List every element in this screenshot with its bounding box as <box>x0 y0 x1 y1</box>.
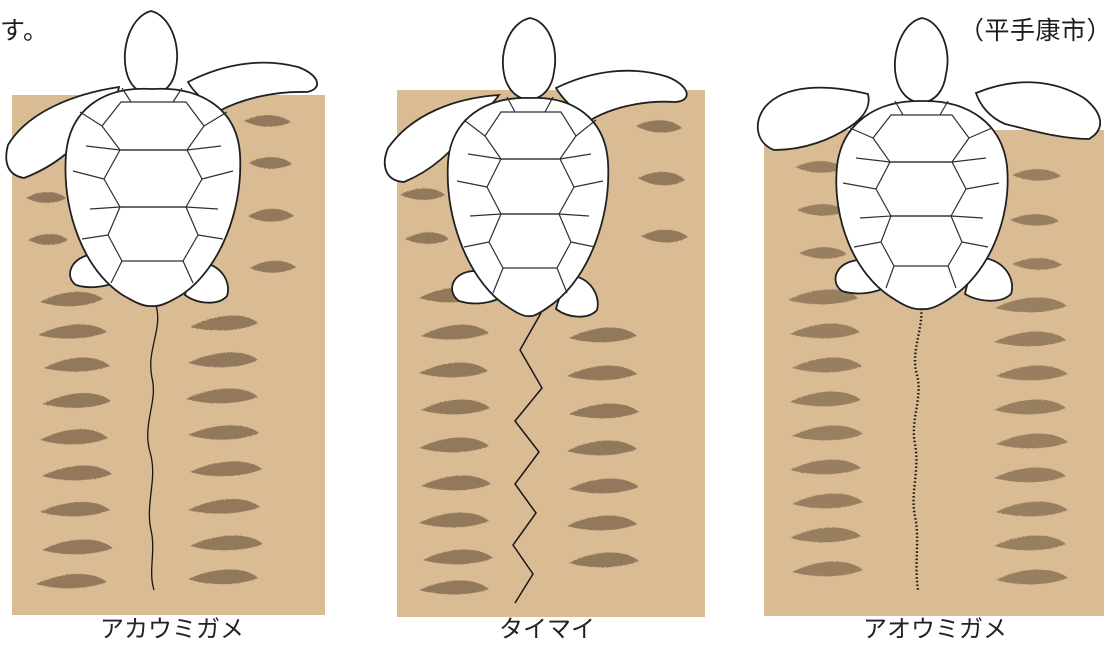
top-left-text: す。 <box>0 18 49 43</box>
turtle-track-graphic-3: アオウミガメ <box>750 0 1120 652</box>
track-panel-3: アオウミガメ <box>750 0 1120 652</box>
caption-1: アカウミガメ <box>100 615 244 643</box>
turtle-head-3 <box>895 18 948 103</box>
turtle-head-2 <box>503 18 555 100</box>
caption-3: アオウミガメ <box>863 615 1007 643</box>
turtle-head-1 <box>125 11 177 95</box>
caption-2: タイマイ <box>499 615 595 643</box>
author-name: （平手康市） <box>959 18 1112 43</box>
turtle-track-graphic-2: タイマイ <box>375 0 720 652</box>
track-panel-2: タイマイ <box>375 0 720 652</box>
turtle-track-graphic-1: アカウミガメ <box>0 0 345 652</box>
track-panel-1: アカウミガメ <box>0 0 345 652</box>
